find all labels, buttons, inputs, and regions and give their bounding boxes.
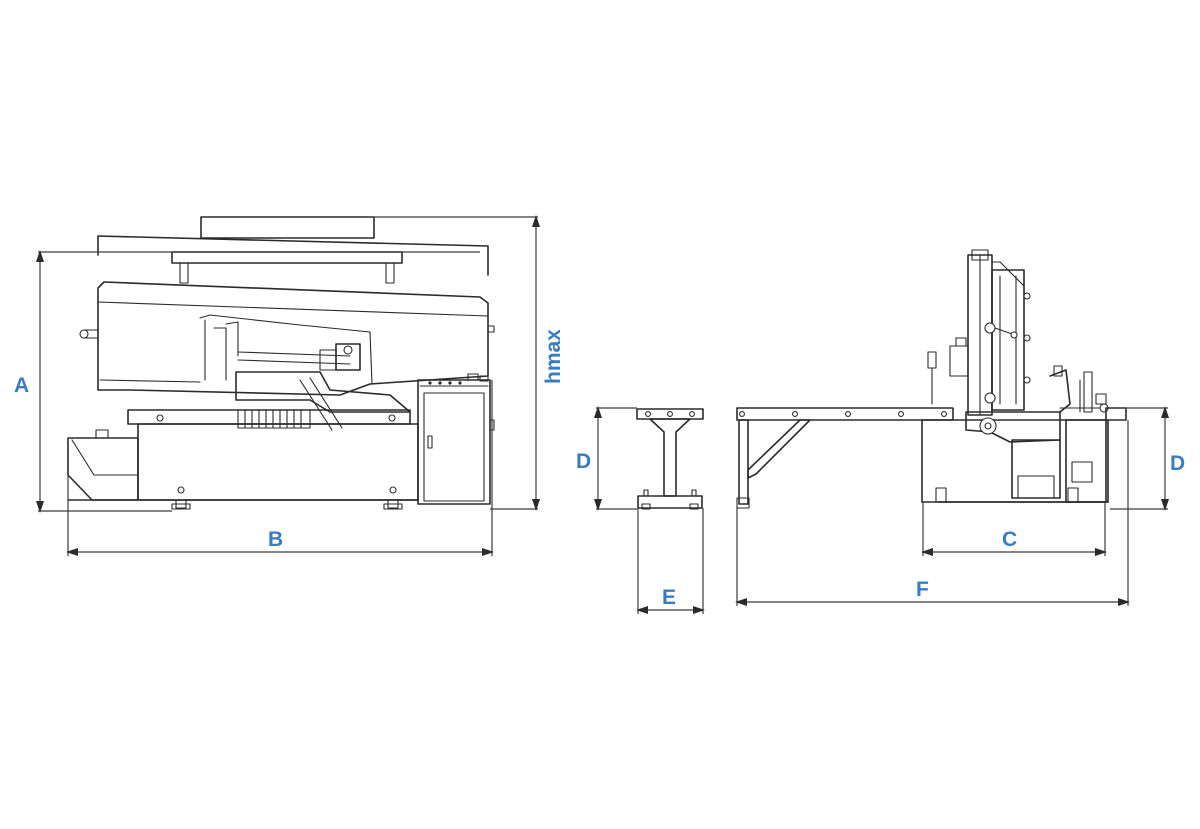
dimension-hmax-label: hmax	[542, 329, 565, 384]
dimension-d-left-label: D	[576, 450, 591, 473]
bandsaw-side-view	[921, 249, 1127, 503]
dimension-b-label: B	[268, 528, 283, 551]
dimension-c-label: C	[1002, 528, 1017, 551]
dimension-c	[921, 502, 1107, 556]
dimension-d-right	[1110, 406, 1169, 511]
roller-stand-end-view	[636, 408, 704, 510]
dimension-e-label: E	[662, 586, 676, 609]
dimension-hmax	[374, 215, 540, 511]
roller-segments	[244, 409, 302, 429]
dimension-f	[735, 420, 1130, 606]
dimension-d-right-label: D	[1170, 452, 1185, 475]
dimension-d-left	[594, 406, 637, 511]
conveyor-side-view	[736, 407, 954, 509]
dimension-b	[66, 380, 494, 556]
dimension-a-label: A	[14, 374, 29, 397]
dimension-e	[636, 508, 705, 614]
bandsaw-front-view	[67, 216, 495, 510]
dimension-f-label: F	[916, 578, 929, 601]
dimension-a	[36, 250, 480, 513]
